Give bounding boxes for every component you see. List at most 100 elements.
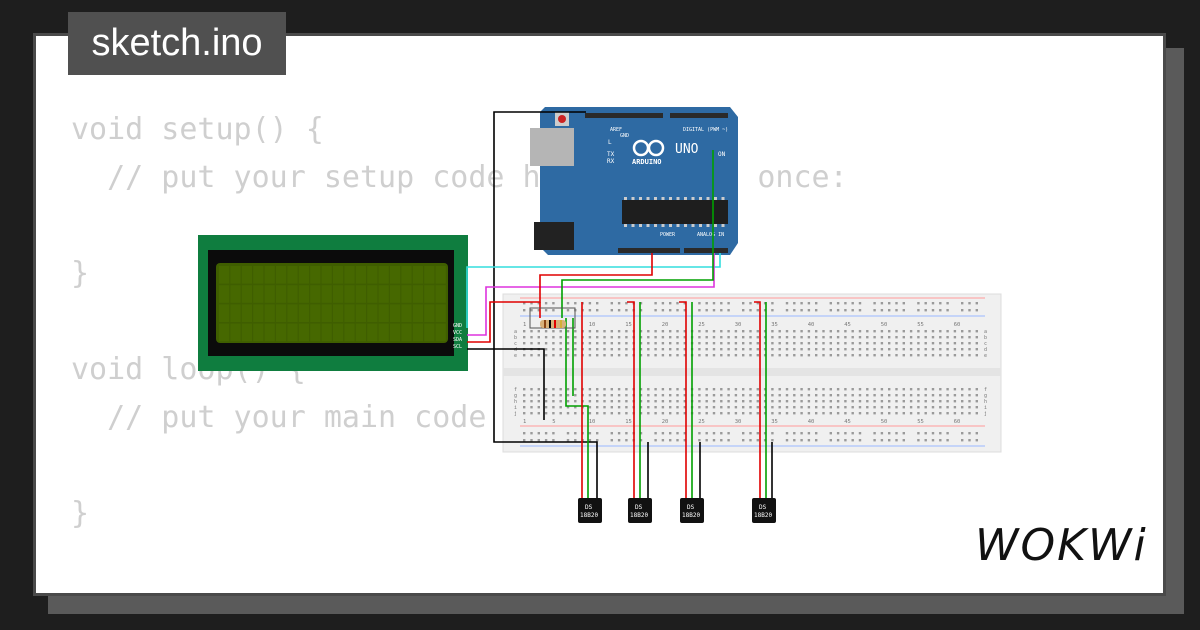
analog-label: ANALOG IN: [697, 232, 724, 238]
pullup-resistor[interactable]: [529, 307, 576, 329]
row-letter: g: [984, 393, 987, 399]
row-letter: i: [514, 405, 517, 411]
lcd-pin-label: VCC: [453, 330, 462, 336]
power-label: POWER: [660, 232, 676, 238]
row-letter: d: [984, 347, 987, 353]
sensor-label: DS: [759, 504, 767, 511]
sensor-label: DS: [635, 504, 643, 511]
column-number: 55: [917, 419, 924, 425]
column-number: 50: [881, 419, 888, 425]
lcd-pin-labels: GND VCC SDA SCL: [453, 323, 462, 350]
column-number: 10: [589, 419, 596, 425]
digital-header: [585, 113, 663, 118]
code-line: }: [71, 496, 90, 531]
row-letter: d: [514, 347, 517, 353]
gnd-label: GND: [620, 133, 629, 139]
column-number: 55: [917, 322, 924, 328]
aref-label: AREF: [610, 127, 622, 133]
sensor-label: 18B20: [754, 512, 772, 519]
breadboard-column-numbers: 1155101015152020252530303535404045455050…: [523, 322, 960, 425]
row-letter: i: [984, 405, 987, 411]
column-number: 25: [698, 322, 705, 328]
row-letter: c: [514, 341, 517, 347]
atmega-chip: [622, 200, 728, 224]
column-number: 30: [735, 419, 742, 425]
column-number: 45: [844, 322, 851, 328]
column-number: 35: [771, 419, 778, 425]
arduino-uno-board[interactable]: DIGITAL (PWM ~) AREF GND L TX RX ON UNO …: [530, 107, 738, 255]
breadboard[interactable]: 1155101015152020252530303535404045455050…: [502, 293, 1002, 453]
row-letter: f: [984, 387, 987, 393]
row-letter: a: [984, 329, 987, 335]
wire-scl: [466, 253, 721, 328]
row-letter: e: [514, 353, 517, 359]
row-letter: f: [514, 387, 517, 393]
reset-button[interactable]: [558, 115, 566, 123]
on-led-label: ON: [718, 151, 726, 158]
wire-sda: [467, 253, 715, 336]
lcd-pin-label: SCL: [453, 344, 462, 350]
wire-sensor-vcc: [627, 301, 635, 500]
code-line: }: [71, 256, 90, 291]
tx-label: TX: [607, 151, 615, 158]
wire-gnd: [493, 111, 598, 500]
sensor-label: 18B20: [682, 512, 700, 519]
wire-sensor-vcc: [754, 301, 761, 500]
lcd-pin-label: SDA: [453, 337, 462, 343]
row-letter: h: [514, 399, 517, 405]
row-letter: h: [984, 399, 987, 405]
column-number: 60: [954, 419, 961, 425]
column-number: 5: [552, 419, 555, 425]
column-number: 15: [625, 419, 632, 425]
column-number: 30: [735, 322, 742, 328]
column-number: 20: [662, 419, 669, 425]
row-letter: e: [984, 353, 987, 359]
rx-label: RX: [607, 158, 615, 165]
wokwi-logo-text: WOKWi: [975, 520, 1148, 571]
lcd-pin-label: GND: [453, 323, 462, 329]
power-jack: [534, 222, 574, 250]
sensor-label: DS: [687, 504, 695, 511]
l-led-label: L: [608, 139, 612, 146]
row-letter: j: [984, 411, 987, 417]
lcd-display[interactable]: GND VCC SDA SCL: [198, 235, 468, 371]
chip-pins: [624, 197, 725, 227]
code-line: void setup() {: [71, 112, 324, 147]
column-number: 1: [523, 419, 526, 425]
row-letter: g: [514, 393, 517, 399]
file-tab[interactable]: sketch.ino: [68, 12, 286, 75]
column-number: 1: [523, 322, 526, 328]
column-number: 40: [808, 322, 815, 328]
wire-sensor-vcc: [679, 301, 687, 500]
sensor-label: 18B20: [630, 512, 648, 519]
sensor-label: DS: [585, 504, 593, 511]
digital-pins-label: DIGITAL (PWM ~): [683, 127, 728, 133]
wires: [466, 111, 773, 500]
column-number: 15: [625, 322, 632, 328]
wire-lcd-gnd: [467, 348, 545, 420]
column-number: 20: [662, 322, 669, 328]
wire-data: [561, 150, 714, 318]
wokwi-logo: WOKWi: [975, 520, 1155, 584]
column-number: 35: [771, 322, 778, 328]
column-number: 60: [954, 322, 961, 328]
row-letter: c: [984, 341, 987, 347]
row-letter: b: [514, 335, 517, 341]
row-letter: a: [514, 329, 517, 335]
row-letter: j: [514, 411, 517, 417]
usb-port: [530, 128, 574, 166]
analog-header: [684, 248, 728, 253]
arduino-logo-icon: [632, 139, 665, 157]
board-model-label: UNO: [675, 142, 699, 157]
row-letter: b: [984, 335, 987, 341]
column-number: 25: [698, 419, 705, 425]
column-number: 40: [808, 419, 815, 425]
wire-data: [565, 318, 589, 500]
